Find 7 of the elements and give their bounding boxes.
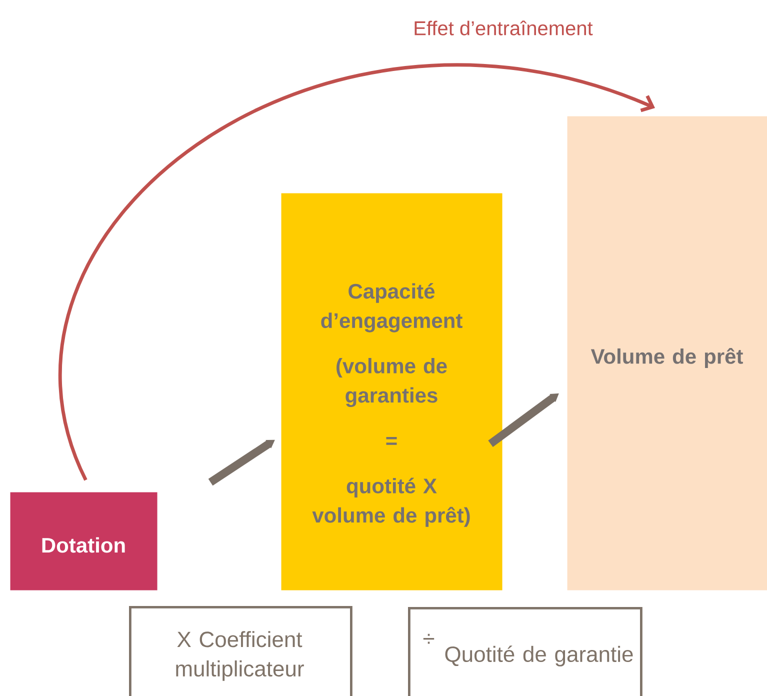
edge-label: Effet d’entraînement [412,19,594,37]
multiplier-box: X Coefficient multiplicateur [129,606,352,696]
capacity-box: Capacité d’engagement (volume de garanties = quotité X volume de prêt) [281,193,502,590]
dotation-box: Dotation [10,492,158,590]
loan-volume-box: Volume de prêt [567,116,767,590]
arrow [59,64,656,481]
guarantee-ratio-box: Quotité de garantie ÷ [408,607,642,696]
